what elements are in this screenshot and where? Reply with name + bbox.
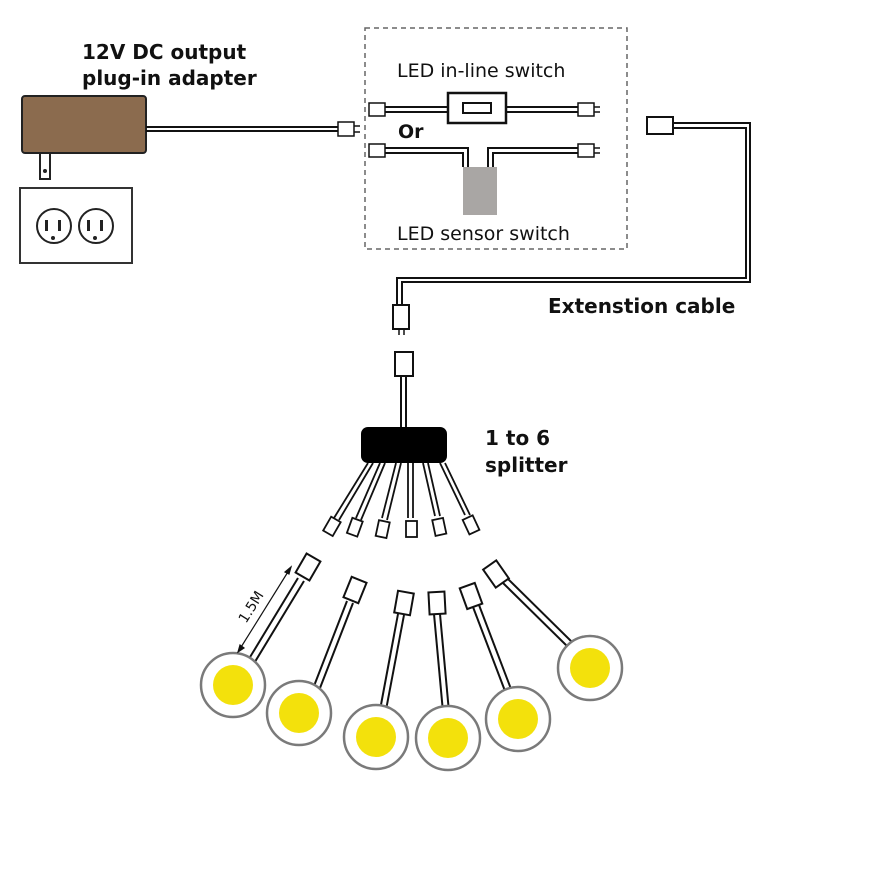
sensor-switch-label: LED sensor switch: [397, 223, 570, 245]
led-light-3: [342, 589, 415, 771]
led-light-5: [458, 581, 552, 753]
splitter-output-leads: [321, 462, 481, 540]
splitter: [361, 351, 447, 463]
sensor-body: [463, 167, 497, 215]
adapter-label-line2: plug-in adapter: [82, 66, 257, 90]
led-light-1: [199, 552, 322, 719]
led-light-6: [481, 559, 624, 702]
cable-length-label: 1.5M: [236, 589, 268, 627]
inline-switch-label: LED in-line switch: [397, 60, 565, 82]
extension-cable-label: Extenstion cable: [548, 294, 735, 318]
led-light-2: [265, 575, 368, 747]
power-adapter: [21, 95, 360, 180]
led-light-4: [414, 590, 482, 772]
cable-length-arrow: [236, 565, 293, 654]
adapter-plug: [337, 121, 355, 137]
sensor-switch: [368, 143, 600, 215]
splitter-label-line2: splitter: [485, 453, 568, 477]
extension-cable: [392, 116, 751, 335]
inline-switch: [368, 91, 600, 125]
switch-options-box: [364, 27, 628, 250]
splitter-label-line1: 1 to 6: [485, 426, 550, 450]
adapter-prong: [39, 152, 51, 180]
adapter-label-line1: 12V DC output: [82, 40, 247, 64]
splitter-body: [361, 427, 447, 463]
duplex-outlet-icon: [19, 187, 133, 264]
or-label: Or: [398, 121, 424, 143]
adapter-body: [21, 95, 147, 154]
